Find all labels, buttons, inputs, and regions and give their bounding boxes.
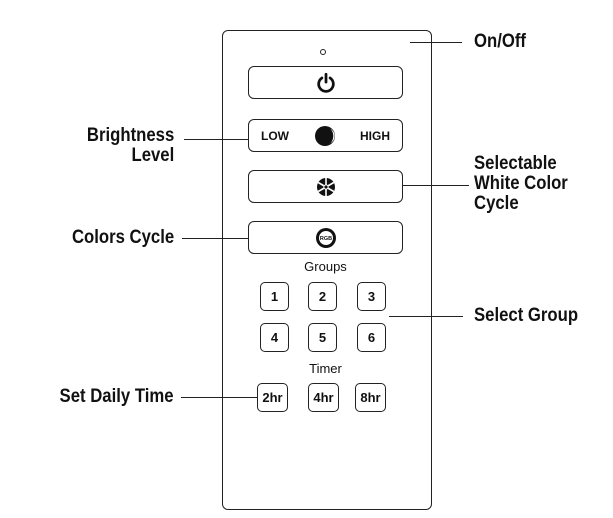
group-4-button[interactable]: 4 [260,323,289,352]
indicator-led [320,49,326,55]
colors-cycle-callout: Colors Cycle [71,227,174,248]
brightness-control: LOW HIGH [248,119,403,152]
brightness-callout-line1: Brightness [86,125,174,146]
on-off-leader [410,42,462,43]
set-daily-time-callout: Set Daily Time [59,386,174,407]
select-group-callout: Select Group [474,305,579,326]
group-5-button[interactable]: 5 [308,323,337,352]
white-cycle-leader [403,185,469,186]
timer-8hr-button[interactable]: 8hr [355,383,386,412]
white-cycle-callout-line3: Cycle [474,193,519,214]
rgb-circle-icon: RGB [315,227,336,248]
power-button[interactable] [248,66,403,99]
half-moon-icon [314,125,335,146]
power-icon [316,72,335,93]
white-cycle-callout: Selectable White Color Cycle [474,154,568,214]
group-1-button[interactable]: 1 [260,282,289,311]
timer-4hr-button[interactable]: 4hr [308,383,339,412]
remote-control-body [222,30,432,510]
timer-2hr-button[interactable]: 2hr [257,383,288,412]
group-3-button[interactable]: 3 [357,282,386,311]
white-cycle-callout-line2: White Color [474,173,568,194]
groups-label: Groups [304,259,347,274]
brightness-callout-line2: Level [131,145,174,166]
brightness-low-button[interactable]: LOW [261,128,289,143]
set-daily-time-leader [181,397,257,398]
group-6-button[interactable]: 6 [357,323,386,352]
brightness-high-button[interactable]: HIGH [360,128,390,143]
select-group-leader [389,316,463,317]
rgb-icon-text: RGB [319,236,331,242]
segmented-circle-icon [316,177,335,196]
timer-label: Timer [309,361,342,376]
on-off-callout: On/Off [474,31,527,52]
white-cycle-callout-line1: Selectable [474,153,557,174]
white-color-cycle-button[interactable] [248,170,403,203]
colors-cycle-leader [182,238,248,239]
colors-cycle-button[interactable]: RGB [248,221,403,254]
brightness-leader [184,139,248,140]
group-2-button[interactable]: 2 [308,282,337,311]
brightness-callout: Brightness Level [87,126,174,166]
